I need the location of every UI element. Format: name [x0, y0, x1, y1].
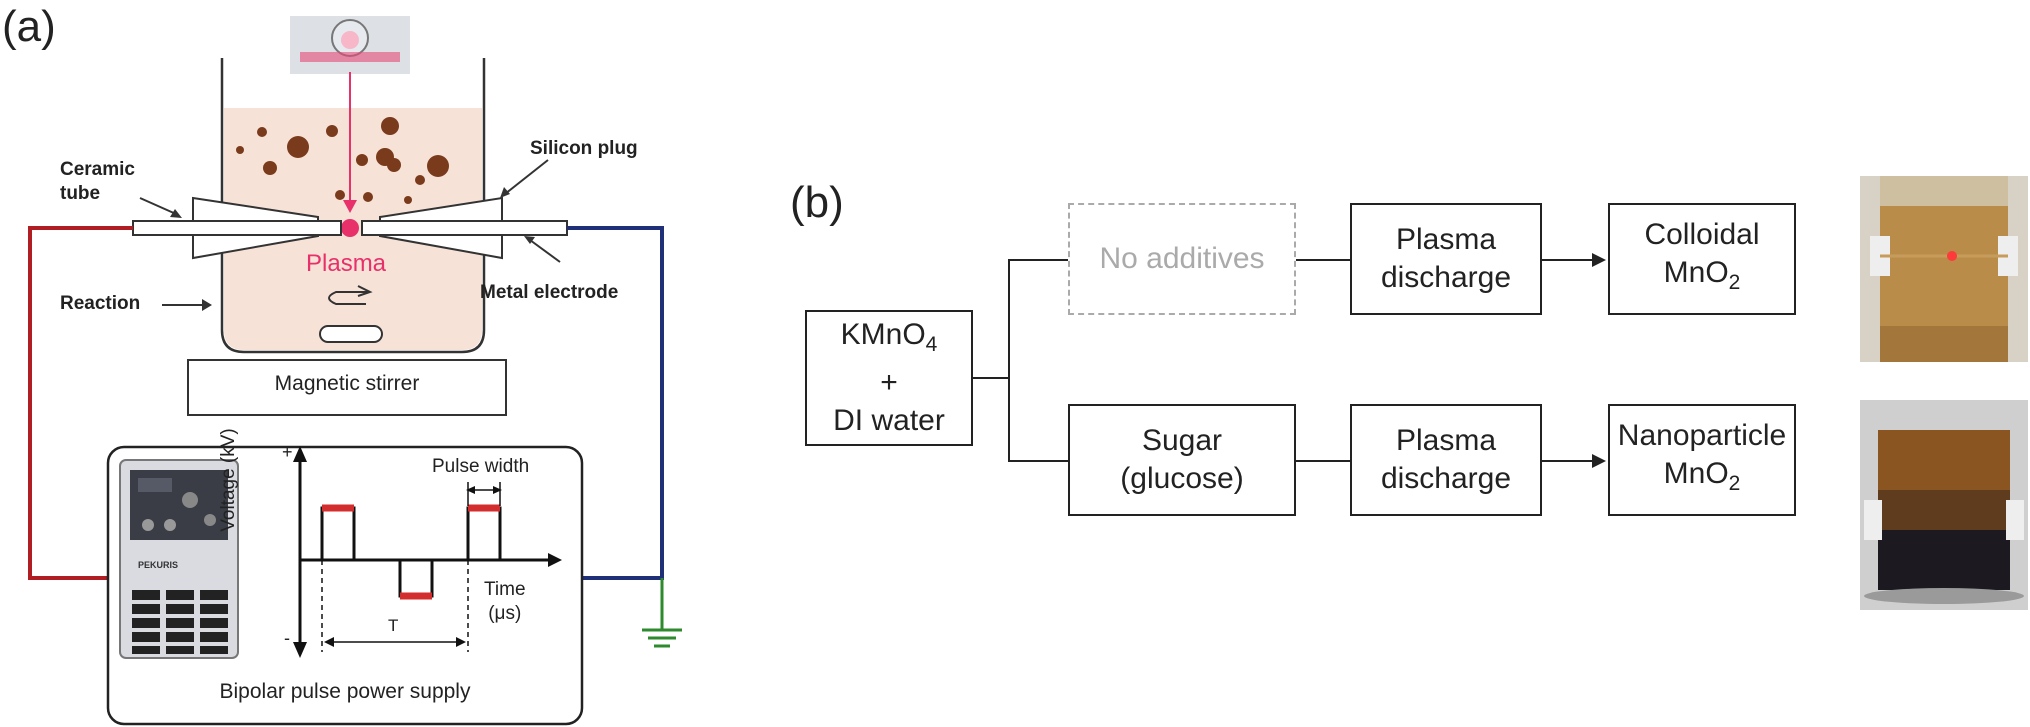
nanoparticle-mno2-box: Nanoparticle MnO2 — [1608, 404, 1796, 516]
right-electrode — [361, 220, 568, 236]
branch-vertical — [1008, 259, 1010, 461]
reaction-label: Reaction — [60, 293, 141, 314]
top-plasma-discharge-box: Plasma discharge — [1350, 203, 1542, 315]
camera-icon — [290, 16, 410, 74]
top-link-1 — [1295, 259, 1350, 261]
flow-arrows — [1541, 253, 1606, 468]
branch-bottom — [1008, 460, 1068, 462]
bottom-link-1 — [1295, 460, 1350, 462]
stir-bar — [319, 325, 383, 343]
bottom-plasma-discharge-box: Plasma discharge — [1350, 404, 1542, 516]
pulse-waveform — [293, 446, 562, 658]
period-label: T — [388, 616, 399, 635]
no-additives-box: No additives — [1068, 203, 1296, 315]
mno2-particles — [236, 117, 449, 204]
power-supply-label: Bipolar pulse power supply — [219, 680, 471, 703]
magnetic-stirrer-label: Magnetic stirrer — [274, 372, 420, 395]
nanoparticle-photo — [1860, 400, 2028, 610]
sugar-glucose-box: Sugar (glucose) — [1068, 404, 1296, 516]
colloidal-photo — [1860, 176, 2028, 362]
silicon-plug-label: Silicon plug — [530, 138, 638, 159]
metal-electrode-label: Metal electrode — [480, 282, 619, 303]
panel-b-letter: (b) — [790, 178, 844, 227]
branch-top — [1008, 259, 1068, 261]
ground-icon — [642, 578, 682, 648]
voltage-axis-label: Voltage (kV) — [218, 428, 239, 532]
voltage-plus: + — [282, 442, 293, 462]
brand-label: PEKURIS — [138, 560, 179, 570]
power-supply-device — [119, 459, 239, 659]
time-axis-label: Time (μs) — [484, 579, 526, 624]
start-connector — [971, 377, 1009, 379]
positive-wire — [28, 226, 133, 580]
beaker — [220, 58, 486, 354]
colloidal-mno2-box: Colloidal MnO2 — [1608, 203, 1796, 315]
pulse-width-label: Pulse width — [432, 456, 530, 477]
reactor-diagram — [28, 16, 682, 726]
magnetic-stirrer — [187, 359, 507, 416]
left-electrode — [132, 220, 342, 236]
plasma-label: Plasma — [306, 250, 387, 277]
plasma-dot — [341, 219, 359, 237]
panel-a-letter: (a) — [2, 2, 56, 51]
start-box: KMnO4 + DI water — [805, 310, 973, 446]
ceramic-tube-label: Ceramic tube — [60, 159, 135, 204]
voltage-minus: - — [284, 628, 290, 648]
stir-arrow-icon — [328, 291, 368, 305]
negative-wire — [567, 226, 664, 580]
